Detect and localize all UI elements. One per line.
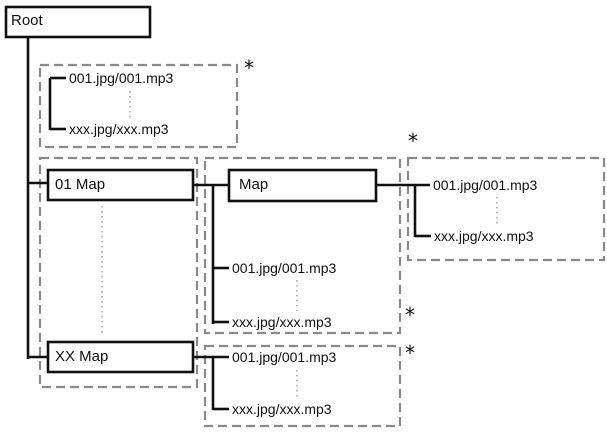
- mapxx-file-last-label: xxx.jpg/xxx.mp3: [232, 401, 332, 417]
- root-folder-box: [4, 5, 152, 39]
- root-file-first-label: 001.jpg/001.mp3: [69, 70, 174, 86]
- map-folder-label: Map: [239, 176, 269, 193]
- map01-file-last-label: xxx.jpg/xxx.mp3: [232, 314, 332, 330]
- map01-file-first-label: 001.jpg/001.mp3: [232, 260, 337, 276]
- map-folders-group: [38, 156, 199, 389]
- asterisk-marker: *: [408, 129, 418, 153]
- root-file-last-label: xxx.jpg/xxx.mp3: [69, 121, 169, 137]
- root-folder-label: Root: [11, 12, 43, 29]
- asterisk-marker: *: [405, 303, 415, 327]
- mapxx-file-first-label: 001.jpg/001.mp3: [232, 349, 337, 365]
- map01-folder-box: [46, 168, 195, 202]
- submap-files-group: [406, 156, 606, 262]
- submap-file-first-label: 001.jpg/001.mp3: [433, 177, 538, 193]
- map-contents-group: [203, 156, 402, 335]
- mapxx-folder-label: XX Map: [55, 348, 109, 365]
- asterisk-marker: *: [244, 56, 254, 80]
- map01-folder-label: 01 Map: [55, 176, 106, 193]
- submap-file-last-label: xxx.jpg/xxx.mp3: [434, 228, 534, 244]
- xx-map-files-group: [203, 344, 402, 428]
- map-folder-box: [227, 168, 378, 203]
- mapxx-folder-box: [46, 340, 195, 374]
- asterisk-marker: *: [405, 341, 415, 365]
- root-files-group: [38, 63, 239, 149]
